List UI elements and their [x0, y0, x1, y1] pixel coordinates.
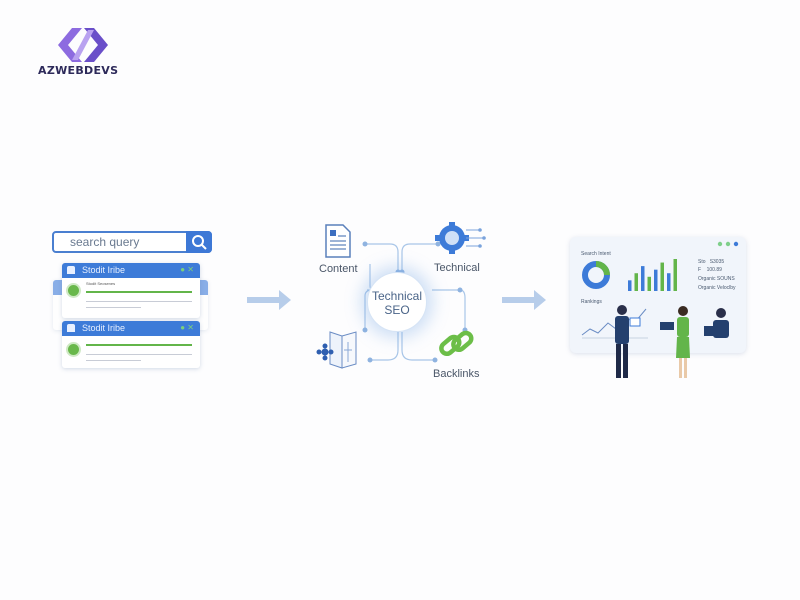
close-icon[interactable]: ● ✕	[180, 265, 194, 274]
search-placeholder: search query	[70, 235, 140, 249]
document-icon	[325, 224, 351, 258]
close-icon[interactable]: ● ✕	[180, 323, 194, 332]
bar-chart	[628, 259, 677, 291]
bar	[667, 273, 671, 291]
result-card[interactable]: Stodit Iribe ● ✕	[62, 321, 200, 368]
stat-key: Sto	[698, 259, 706, 265]
team-people-illustration	[615, 305, 729, 378]
status-dot-icon	[66, 342, 81, 357]
stat-row: F 100.89	[698, 267, 722, 273]
stat-row: Sto S3035	[698, 259, 724, 265]
flow-arrow-icon	[247, 290, 291, 310]
rankings-label: Rankings	[581, 299, 602, 305]
bar	[647, 276, 651, 291]
bar	[641, 266, 645, 291]
status-dot-icon	[66, 283, 81, 298]
puzzle-map-icon	[316, 331, 357, 369]
bar	[628, 280, 632, 291]
home-icon	[67, 266, 75, 274]
bar	[673, 259, 677, 291]
bar	[654, 269, 658, 291]
flow-arrow-icon	[502, 290, 546, 310]
brand-name: AZWEBDEVS	[38, 64, 119, 77]
home-icon	[67, 324, 75, 332]
result-title: Stodit Iribe	[82, 265, 126, 275]
search-intent-label: Search Intent	[581, 251, 611, 257]
window-controls-icon	[717, 241, 739, 247]
note: Organic SOUNS	[698, 276, 735, 282]
hub-center: Technical SEO	[367, 272, 427, 332]
brand-logo-icon	[58, 28, 108, 62]
node-label-backlinks: Backlinks	[433, 368, 480, 380]
node-label-technical: Technical	[434, 262, 480, 274]
donut-chart-icon	[582, 261, 610, 289]
result-subtitle: Stodit Seosenes	[86, 281, 116, 286]
stat-key: F	[698, 267, 702, 273]
search-button[interactable]	[186, 231, 212, 253]
bar	[634, 273, 638, 291]
gear-circuit-icon	[435, 222, 486, 254]
result-card[interactable]: Stodit Iribe ● ✕ Stodit Seosenes	[62, 263, 200, 318]
stat-value: S3035	[709, 259, 725, 265]
node-label-content: Content	[319, 263, 358, 275]
magnifier-icon	[192, 235, 207, 250]
bar	[660, 262, 664, 291]
search-input[interactable]: search query	[52, 231, 212, 253]
result-title: Stodit Iribe	[82, 323, 126, 333]
chain-link-icon	[439, 330, 474, 357]
stat-value: 100.89	[706, 267, 722, 273]
note: Organic Veloclby	[698, 285, 736, 291]
